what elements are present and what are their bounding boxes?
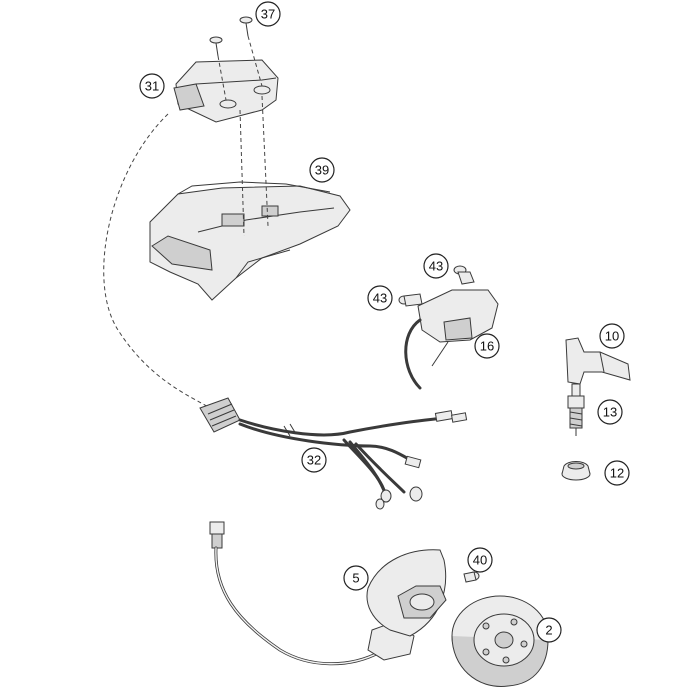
callout-2-label: 2: [545, 623, 552, 638]
connection-path-31-32: [103, 113, 211, 409]
part-39-mounting-bracket: [149, 95, 351, 301]
callout-32: 32: [301, 447, 327, 473]
callout-32-label: 32: [307, 453, 321, 468]
part-13-spark-plug: [567, 383, 585, 436]
callout-16-label: 16: [480, 339, 494, 354]
callout-12: 12: [604, 460, 630, 486]
callout-39-label: 39: [315, 163, 329, 178]
part-37-screws: [209, 16, 263, 101]
part-2-flywheel: [451, 595, 549, 687]
part-5-stator: [209, 521, 447, 666]
callout-12-label: 12: [610, 466, 624, 481]
callout-43-left: 43: [367, 285, 393, 311]
callout-37: 37: [255, 1, 281, 27]
callout-10-label: 10: [605, 329, 619, 344]
part-43-screws: [398, 265, 475, 307]
callout-2: 2: [536, 617, 562, 643]
callout-16: 16: [474, 333, 500, 359]
callout-5-label: 5: [352, 571, 359, 586]
part-10-spark-plug-cap: [565, 337, 631, 385]
callout-10: 10: [599, 323, 625, 349]
callout-5: 5: [343, 565, 369, 591]
callout-13: 13: [597, 399, 623, 425]
part-32-wiring-harness: [199, 397, 468, 510]
callout-43-top: 43: [423, 253, 449, 279]
callout-37-label: 37: [261, 7, 275, 22]
part-12-seal-ring: [561, 461, 591, 481]
part-16-ignition-coil: [404, 289, 499, 390]
callout-39: 39: [309, 157, 335, 183]
callout-31-label: 31: [145, 79, 159, 94]
callout-43-left-label: 43: [373, 291, 387, 306]
callout-13-label: 13: [603, 405, 617, 420]
part-31-control-unit: [173, 59, 279, 123]
callout-31: 31: [139, 73, 165, 99]
callout-40-label: 40: [473, 553, 487, 568]
callout-43-top-label: 43: [429, 259, 443, 274]
callout-40: 40: [467, 547, 493, 573]
part-40-screws: [463, 571, 480, 583]
